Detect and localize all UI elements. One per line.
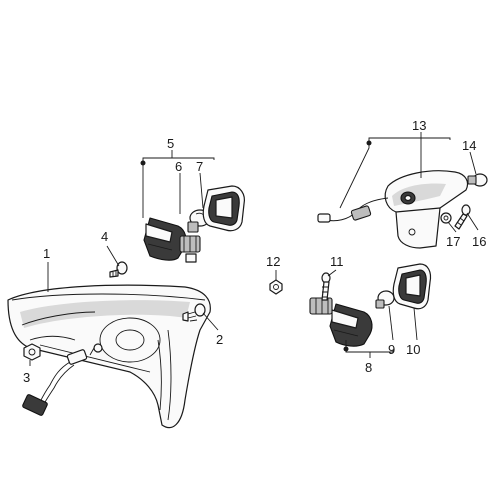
callout-13: 13 bbox=[412, 118, 426, 133]
indicator-lens-part-10 bbox=[392, 263, 432, 310]
indicator-lens-part-7 bbox=[202, 185, 245, 232]
callout-2: 2 bbox=[216, 332, 223, 347]
nut-part-3 bbox=[23, 343, 41, 361]
nut-part-12 bbox=[269, 279, 283, 295]
callout-11: 11 bbox=[330, 254, 344, 269]
callout-8: 8 bbox=[365, 360, 372, 375]
screw-part-2 bbox=[182, 303, 206, 322]
callout-7: 7 bbox=[196, 159, 203, 174]
leader-dots bbox=[140, 140, 372, 352]
callout-1: 1 bbox=[43, 246, 50, 261]
screw-part-4 bbox=[109, 261, 128, 278]
washer-part-17 bbox=[440, 212, 452, 224]
bulb-part-14 bbox=[467, 173, 488, 187]
callout-10: 10 bbox=[406, 342, 420, 357]
callout-3: 3 bbox=[23, 370, 30, 385]
screw-part-16 bbox=[454, 204, 471, 230]
rear-light-housing bbox=[7, 284, 211, 429]
callout-5: 5 bbox=[167, 136, 174, 151]
callout-6: 6 bbox=[175, 159, 182, 174]
screw-part-11 bbox=[321, 272, 331, 301]
bulb-part-9 bbox=[375, 290, 395, 309]
license-plate-light-assembly bbox=[317, 170, 469, 249]
callout-14: 14 bbox=[462, 138, 476, 153]
callout-4: 4 bbox=[101, 229, 108, 244]
callout-9: 9 bbox=[388, 342, 395, 357]
callout-17: 17 bbox=[446, 234, 460, 249]
front-indicator-assembly bbox=[143, 217, 201, 263]
callout-labels: 1 2 3 4 5 6 7 8 9 10 11 12 13 14 16 17 bbox=[23, 118, 486, 385]
rear-indicator-assembly bbox=[309, 297, 373, 347]
callout-12: 12 bbox=[266, 254, 280, 269]
callout-16: 16 bbox=[472, 234, 486, 249]
housing-wiring-connector bbox=[22, 343, 103, 416]
